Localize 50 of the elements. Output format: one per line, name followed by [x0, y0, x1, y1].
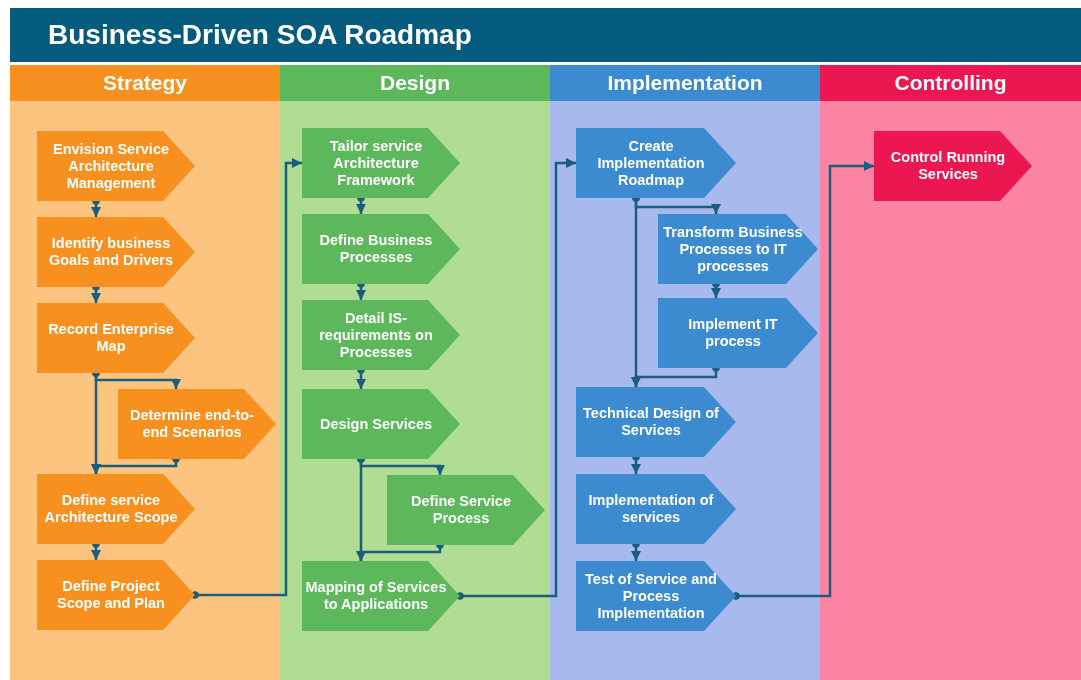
connector-arrow: [732, 161, 874, 600]
step-label: Define Business Processes: [318, 232, 434, 266]
step-label: Detail IS-requirements on Processes: [318, 309, 434, 361]
step-label: Record Enterprise Map: [47, 321, 175, 355]
step-label: Create Implementation Roadmap: [596, 137, 706, 189]
process-step: [874, 131, 1032, 201]
process-step: [302, 128, 460, 198]
process-step: [302, 389, 460, 459]
step-label: Design Services: [318, 415, 433, 433]
process-step: [118, 389, 276, 459]
process-step: [37, 217, 195, 287]
diagram-title: Business-Driven SOA Roadmap: [10, 8, 1081, 62]
process-step: [302, 214, 460, 284]
process-step: [302, 300, 460, 370]
connector-arrow: [191, 158, 302, 599]
process-step: [576, 561, 736, 631]
step-label: Tailor service Architecture Framework: [328, 137, 424, 189]
step-label: Control Running Services: [889, 149, 1007, 183]
connector-arrow: [456, 158, 576, 600]
process-step: [37, 131, 195, 201]
process-step: [576, 474, 736, 544]
process-step: [387, 475, 545, 545]
step-label: Envision Service Architecture Management: [51, 140, 171, 192]
step-label: Implement IT process: [687, 316, 779, 350]
step-label: Define Project Scope and Plan: [56, 578, 166, 612]
step-label: Implementation of services: [587, 492, 715, 526]
step-label: Technical Design of Services: [582, 405, 720, 439]
process-step: [576, 128, 736, 198]
step-label: Define service Architecture Scope: [43, 492, 179, 526]
swimlane: [280, 65, 550, 680]
process-step: [302, 561, 460, 631]
process-step: [37, 474, 195, 544]
step-label: Define Service Process: [410, 493, 512, 527]
step-label: Transform Business Processes to IT processes: [662, 223, 804, 275]
lane-header: Design: [280, 65, 550, 101]
process-step: [658, 214, 818, 284]
process-step: [576, 387, 736, 457]
lane-header: Controlling: [820, 65, 1081, 101]
step-label: Mapping of Services to Applications: [305, 579, 447, 613]
process-step: [37, 560, 195, 630]
lane-header: Strategy: [10, 65, 280, 101]
step-label: Determine end-to-end Scenarios: [128, 407, 256, 441]
step-label: Test of Service and Process Implementation: [584, 570, 718, 622]
process-step: [37, 303, 195, 373]
lane-header: Implementation: [550, 65, 820, 101]
swimlane: [10, 65, 280, 680]
swimlane: [820, 65, 1081, 680]
swimlane: [550, 65, 820, 680]
step-label: Identify business Goals and Drivers: [47, 235, 175, 269]
process-step: [658, 298, 818, 368]
